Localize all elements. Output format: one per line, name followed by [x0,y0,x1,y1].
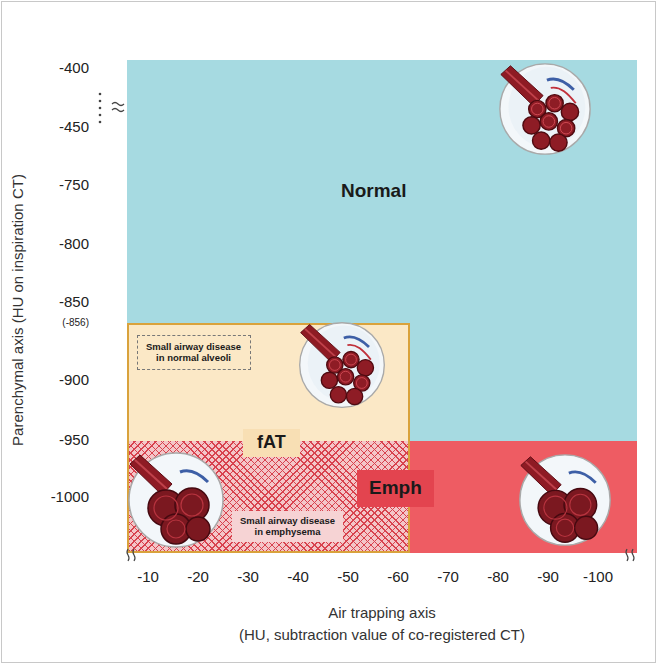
tick-label: -750 [59,176,89,194]
note-box: Small airway disease in normal alveoli [137,335,251,370]
tick-label: -70 [437,568,459,586]
region-note: Small airway disease in emphysema [232,511,343,542]
region-note: Small airway disease in normal alveoli [146,341,241,364]
tick-label: -90 [537,568,559,586]
label-slot: -450 [59,118,89,136]
tick-label: -20 [187,568,209,586]
label-slot: Parenchymal axis (HU on inspiration CT) [9,174,27,446]
tick-label: -60 [387,568,409,586]
tick-label: -30 [237,568,259,586]
tick-label: -40 [287,568,309,586]
tick-label: -80 [487,568,509,586]
label-slot: -950 [59,431,89,449]
label-slot: Air trapping axis (HU, subtraction value… [239,602,525,646]
label-slot: -400 [59,59,89,77]
axis-title: Parenchymal axis (HU on inspiration CT) [9,174,27,446]
region-label: Emph [357,470,434,507]
label-slot: -1000 [51,488,89,506]
tick-label: -100 [583,568,613,586]
region-label: fAT [243,429,300,457]
label-slot: -40 [287,568,309,586]
tick-label: (-856) [62,317,89,329]
axis-gap-dots [99,93,102,124]
label-slot: -800 [59,235,89,253]
label-slot: -100 [583,568,613,586]
axis-title: Air trapping axis (HU, subtraction value… [239,602,525,646]
tick-label: -850 [59,293,89,311]
label-slot: -900 [59,371,89,389]
emphysema-airway-icon [129,453,223,547]
tick-label: -900 [59,371,89,389]
label-slot: (-856) [62,312,89,330]
emphysema-icon [520,455,610,545]
tick-label: -400 [59,59,89,77]
label-slot: -60 [387,568,409,586]
label-slot: -20 [187,568,209,586]
small-airway-alveoli-icon [300,323,385,408]
label-slot: -10 [137,568,159,586]
tick-label: -950 [59,431,89,449]
label-slot: -90 [537,568,559,586]
normal-alveoli-icon [500,64,590,154]
label-slot: -80 [487,568,509,586]
tick-label: -50 [337,568,359,586]
tick-label: -10 [137,568,159,586]
label-slot: -850 [59,293,89,311]
label-slot: -750 [59,176,89,194]
label-slot: -70 [437,568,459,586]
axis-break-marks [112,103,634,562]
label-slot: -50 [337,568,359,586]
tick-label: -1000 [51,488,89,506]
fat-region: Small airway disease in normal alveoliSm… [127,323,410,553]
region-label: Normal [341,180,406,203]
label-slot: -30 [237,568,259,586]
tick-label: -450 [59,118,89,136]
normal-region: EmphSmall airway disease in normal alveo… [127,60,637,553]
tick-label: -800 [59,235,89,253]
